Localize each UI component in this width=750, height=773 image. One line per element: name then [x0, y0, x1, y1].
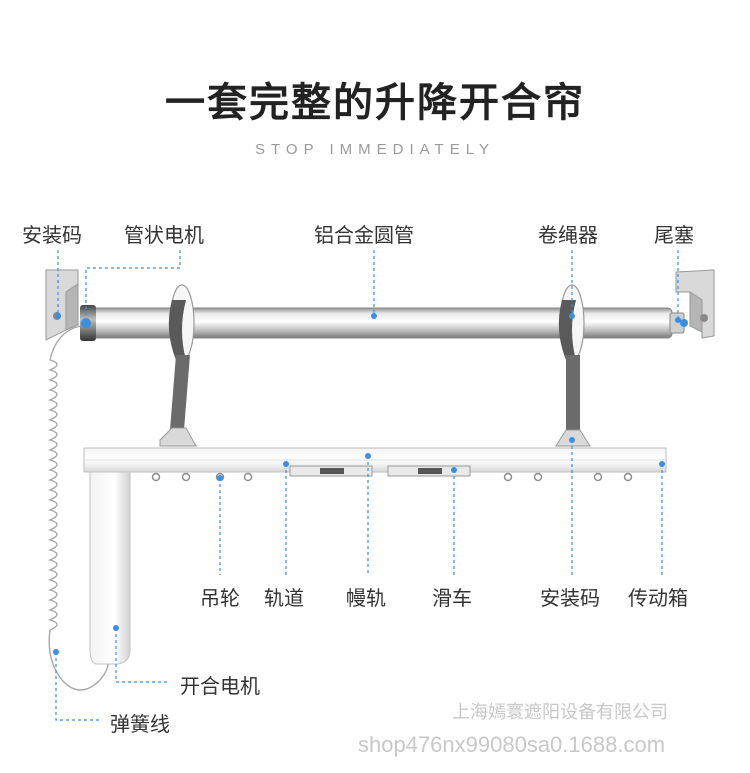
- track-rail: [83, 447, 667, 473]
- label-track: 轨道: [264, 586, 304, 610]
- label-spring-cable: 弹簧线: [110, 712, 170, 736]
- label-mount-code-left: 安装码: [22, 223, 82, 247]
- label-slider: 滑车: [432, 586, 472, 610]
- page-subtitle: STOP IMMEDIATELY: [255, 141, 495, 158]
- left-mount-bracket: [45, 269, 79, 341]
- open-close-motor-box: [89, 471, 131, 665]
- label-end-plug: 尾塞: [654, 223, 694, 247]
- label-rope-winder: 卷绳器: [538, 223, 598, 247]
- watermark-company: 上海嫣寰遮阳设备有限公司: [452, 702, 668, 723]
- label-mount-code-right: 安装码: [540, 586, 600, 610]
- label-gearbox: 传动箱: [628, 586, 688, 610]
- slider-carriers: [289, 465, 471, 477]
- spring-cable: [47, 325, 109, 691]
- left-rope-winder: [159, 284, 197, 447]
- label-open-close-motor: 开合电机: [180, 674, 260, 698]
- label-tubular-motor: 管状电机: [124, 223, 204, 247]
- end-plug: [669, 312, 688, 334]
- right-mount-bracket: [675, 269, 715, 339]
- leader-dots: [53, 313, 681, 655]
- leader-lines: [55, 250, 679, 721]
- label-aluminum-tube: 铝合金圆管: [314, 223, 414, 247]
- label-curtain-track: 幔轨: [346, 586, 386, 610]
- label-pulley: 吊轮: [200, 586, 240, 610]
- watermark-shop-url: shop476nx99080sa0.1688.com: [358, 732, 666, 757]
- pulley-hooks: [151, 472, 633, 482]
- page-title: 一套完整的升降开合帘: [165, 80, 585, 126]
